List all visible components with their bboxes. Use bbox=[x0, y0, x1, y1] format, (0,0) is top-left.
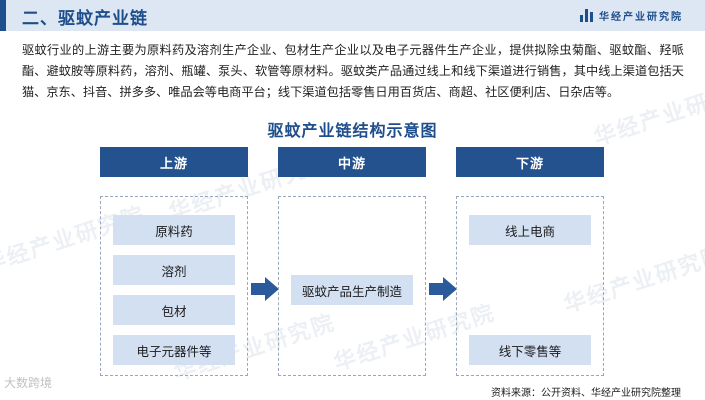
brand-name: 华经产业研究院 bbox=[599, 12, 683, 23]
upstream-item: 包材 bbox=[113, 295, 235, 325]
brand: 华经产业研究院 bbox=[580, 8, 683, 23]
midstream-item: 驱蚊产品生产制造 bbox=[291, 275, 413, 305]
intro-paragraph: 驱蚊行业的上游主要为原料药及溶剂生产企业、包材生产企业以及电子元器件生产企业，提… bbox=[22, 43, 684, 99]
stage-downstream-box: 线上电商 线下零售等 bbox=[456, 196, 604, 376]
source-note: 资料来源：公开资料、华经产业研究院整理 bbox=[491, 388, 681, 399]
flow-arrow-icon bbox=[251, 277, 279, 301]
section-title: 二、驱蚊产业链 bbox=[22, 9, 148, 28]
stage-downstream-header: 下游 bbox=[456, 147, 604, 177]
brand-logo-icon bbox=[580, 9, 593, 22]
upstream-item: 溶剂 bbox=[113, 255, 235, 285]
downstream-item: 线上电商 bbox=[469, 215, 591, 245]
diagram-title: 驱蚊产业链结构示意图 bbox=[267, 123, 438, 140]
stage-upstream-header: 上游 bbox=[100, 147, 248, 177]
header-band: 二、驱蚊产业链 华经产业研究院 bbox=[0, 0, 705, 31]
stage-upstream-box: 原料药 溶剂 包材 电子元器件等 bbox=[100, 196, 248, 376]
stage-midstream-header: 中游 bbox=[278, 147, 426, 177]
stage-midstream-box: 驱蚊产品生产制造 bbox=[278, 196, 426, 376]
corner-watermark-logo: 大数跨境 bbox=[4, 376, 53, 390]
upstream-item: 原料药 bbox=[113, 215, 235, 245]
downstream-item: 线下零售等 bbox=[469, 335, 591, 365]
header-accent-bar bbox=[0, 0, 6, 31]
upstream-item: 电子元器件等 bbox=[113, 335, 235, 365]
flow-arrow-icon bbox=[429, 277, 457, 301]
